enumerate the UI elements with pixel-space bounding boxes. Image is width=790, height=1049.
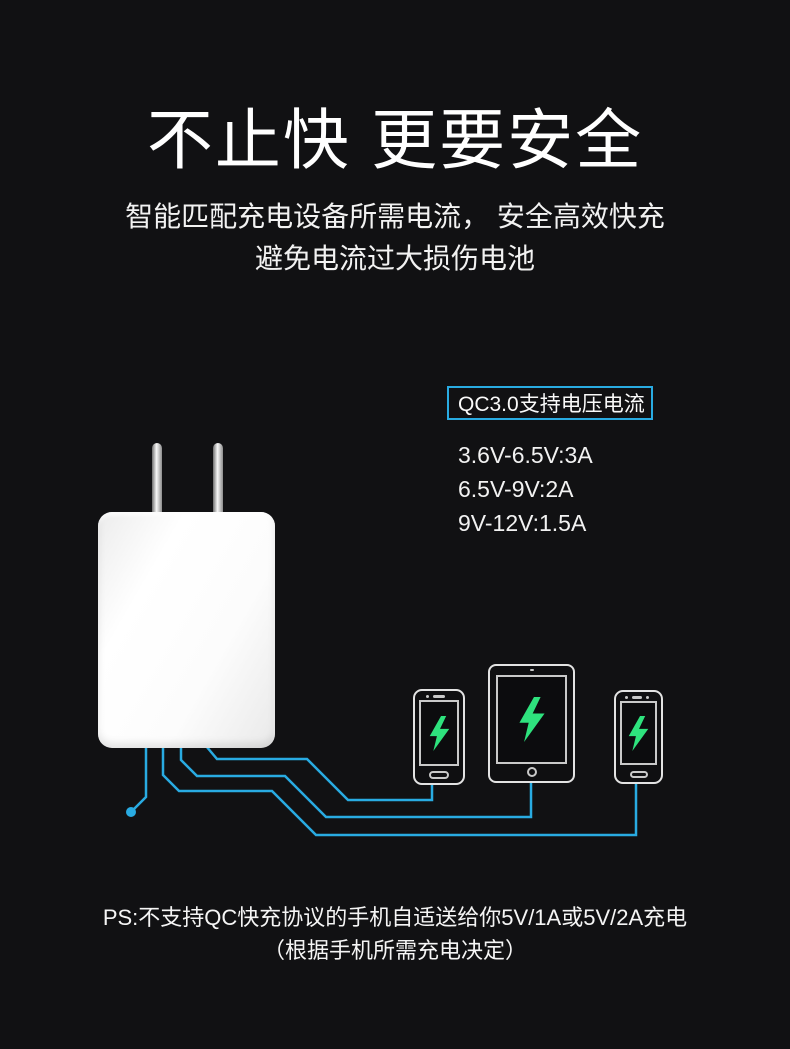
subtitle-line-2: 避免电流过大损伤电池 [254, 243, 535, 274]
lightning-bolt-icon [628, 715, 649, 751]
home-button-icon [429, 771, 449, 779]
phone-screen [620, 701, 657, 765]
home-button-icon [629, 771, 648, 778]
voltage-item: 6.5V-9V:2A [458, 476, 574, 502]
wire-to-phone-right [161, 744, 638, 837]
footer-line-2: （根据手机所需充电决定） [262, 938, 527, 963]
wire-terminal [131, 744, 148, 812]
phone-screen [419, 700, 459, 766]
qc-spec-label: QC3.0支持电压电流 [458, 393, 645, 416]
camera-dot-icon [426, 695, 429, 698]
subtitle: 智能匹配充电设备所需电流， 安全高效快充 避免电流过大损伤电池 [0, 196, 790, 280]
device-phone-left [413, 689, 465, 785]
lightning-bolt-icon [518, 697, 545, 742]
subtitle-line-1: 智能匹配充电设备所需电流， 安全高效快充 [125, 201, 665, 232]
wire-to-phone-left [205, 745, 434, 802]
voltage-item: 9V-12V:1.5A [458, 510, 587, 536]
speaker-bar-icon [632, 696, 642, 699]
camera-dot-icon [625, 696, 628, 699]
tablet-screen [496, 675, 567, 764]
device-phone-right [614, 690, 663, 784]
wire-to-tablet [179, 744, 533, 819]
charger-body [98, 512, 275, 748]
footer-line-1: PS:不支持QC快充协议的手机自适送给你5V/1A或5V/2A充电 [102, 905, 688, 930]
lightning-bolt-icon [429, 715, 449, 751]
home-button-icon [526, 767, 537, 777]
speaker-bar-icon [433, 695, 445, 698]
sensor-dot-icon [646, 696, 649, 699]
wire-endpoint-dot [126, 807, 136, 817]
voltage-item: 3.6V-6.5V:3A [458, 442, 593, 468]
device-tablet [488, 664, 575, 783]
camera-dot-icon [529, 669, 534, 671]
voltage-current-list: 3.6V-6.5V:3A 6.5V-9V:2A 9V-12V:1.5A [458, 438, 593, 540]
qc-spec-box: QC3.0支持电压电流 [447, 386, 653, 420]
page-title: 不止快 更要安全 [146, 103, 644, 177]
plug-prong-right [213, 443, 223, 515]
footer-note: PS:不支持QC快充协议的手机自适送给你5V/1A或5V/2A充电 （根据手机所… [0, 901, 790, 967]
plug-prong-left [152, 443, 162, 515]
